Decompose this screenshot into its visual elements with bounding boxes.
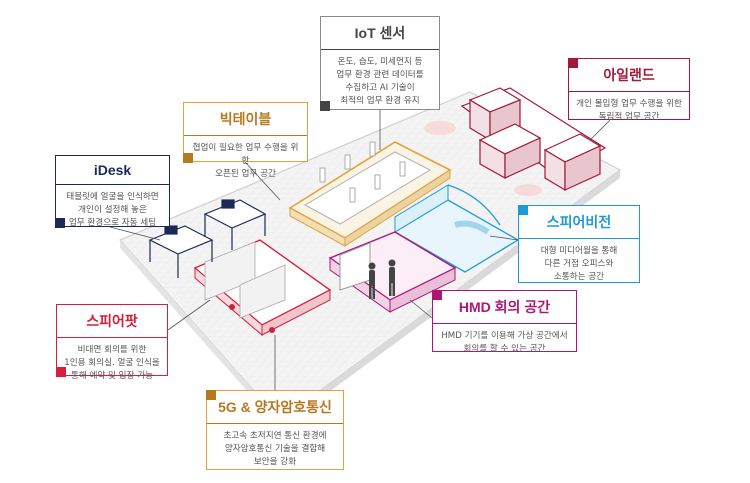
- island-zone: [460, 87, 607, 192]
- hmd-title: HMD 회의 공간: [433, 291, 576, 324]
- hmd-callout: HMD 회의 공간 HMD 기기를 이용해 가상 공간에서 회의를 할 수 있는…: [431, 289, 577, 354]
- hmd-zone: [328, 231, 457, 313]
- iot-sensor-callout: IoT 센서 온도, 습도, 미세먼지 등 업무 환경 관련 데이터를 수집하고…: [319, 16, 440, 111]
- bigtable-desc: 협업이 필요한 업무 수행을 위한 오픈된 업무 공간: [192, 143, 299, 179]
- spherevision-desc: 대형 미디어월을 통해 다른 거점 오피스와 소통하는 공간: [540, 246, 618, 282]
- callout-tab: [205, 389, 216, 400]
- iot-sensor-title: IoT 센서: [321, 17, 439, 50]
- bigtable-zone: [288, 141, 452, 247]
- spherepot-title: 스피어팟: [57, 305, 167, 338]
- island-desc: 개인 몰입형 업무 수행을 위한 독립적 업무 공간: [576, 99, 682, 122]
- iot-sensor-desc: 온도, 습도, 미세먼지 등 업무 환경 관련 데이터를 수집하고 AI 기술이…: [336, 57, 424, 106]
- hmd-desc: HMD 기기를 이용해 가상 공간에서 회의를 할 수 있는 공간: [441, 331, 568, 354]
- bigtable-title: 빅테이블: [184, 103, 307, 136]
- callout-tab: [319, 100, 330, 111]
- spherevision-callout: 스피어비전 대형 미디어월을 통해 다른 거점 오피스와 소통하는 공간: [517, 204, 640, 283]
- island-callout: 아일랜드 개인 몰입형 업무 수행을 위한 독립적 업무 공간: [567, 57, 690, 122]
- idesk-title: iDesk: [56, 156, 169, 185]
- callout-tab: [54, 217, 65, 228]
- quantum-desc: 초고속 초저지연 통신 환경에 양자암호통신 기술을 결합해 보안을 강화: [223, 431, 327, 467]
- quantum-title: 5G & 양자암호통신: [207, 391, 343, 424]
- idesk-desc: 태블릿에 얼굴을 인식하면 개인이 설정해 놓은 업무 환경으로 자동 세팅: [66, 192, 159, 228]
- callout-tab: [55, 366, 66, 377]
- spherepot-zone: [193, 239, 332, 337]
- callout-tab: [517, 204, 528, 215]
- leader-lines: [109, 110, 611, 390]
- callout-tab: [182, 152, 193, 163]
- spherepot-desc: 비대면 회의를 위한 1인용 회의실. 얼굴 인식을 통해 예약 및 입장 가능: [64, 345, 160, 381]
- spherepot-callout: 스피어팟 비대면 회의를 위한 1인용 회의실. 얼굴 인식을 통해 예약 및 …: [55, 304, 168, 381]
- spherevision-zone: [393, 184, 520, 273]
- island-title: 아일랜드: [569, 59, 689, 92]
- spherevision-title: 스피어비전: [519, 206, 639, 239]
- bigtable-callout: 빅테이블 협업이 필요한 업무 수행을 위한 오픈된 업무 공간: [182, 102, 308, 179]
- quantum-callout: 5G & 양자암호통신 초고속 초저지연 통신 환경에 양자암호통신 기술을 결…: [205, 389, 344, 470]
- idesk-zone: [148, 199, 267, 278]
- callout-tab: [431, 289, 442, 300]
- idesk-callout: iDesk 태블릿에 얼굴을 인식하면 개인이 설정해 놓은 업무 환경으로 자…: [54, 155, 170, 228]
- callout-tab: [567, 57, 578, 68]
